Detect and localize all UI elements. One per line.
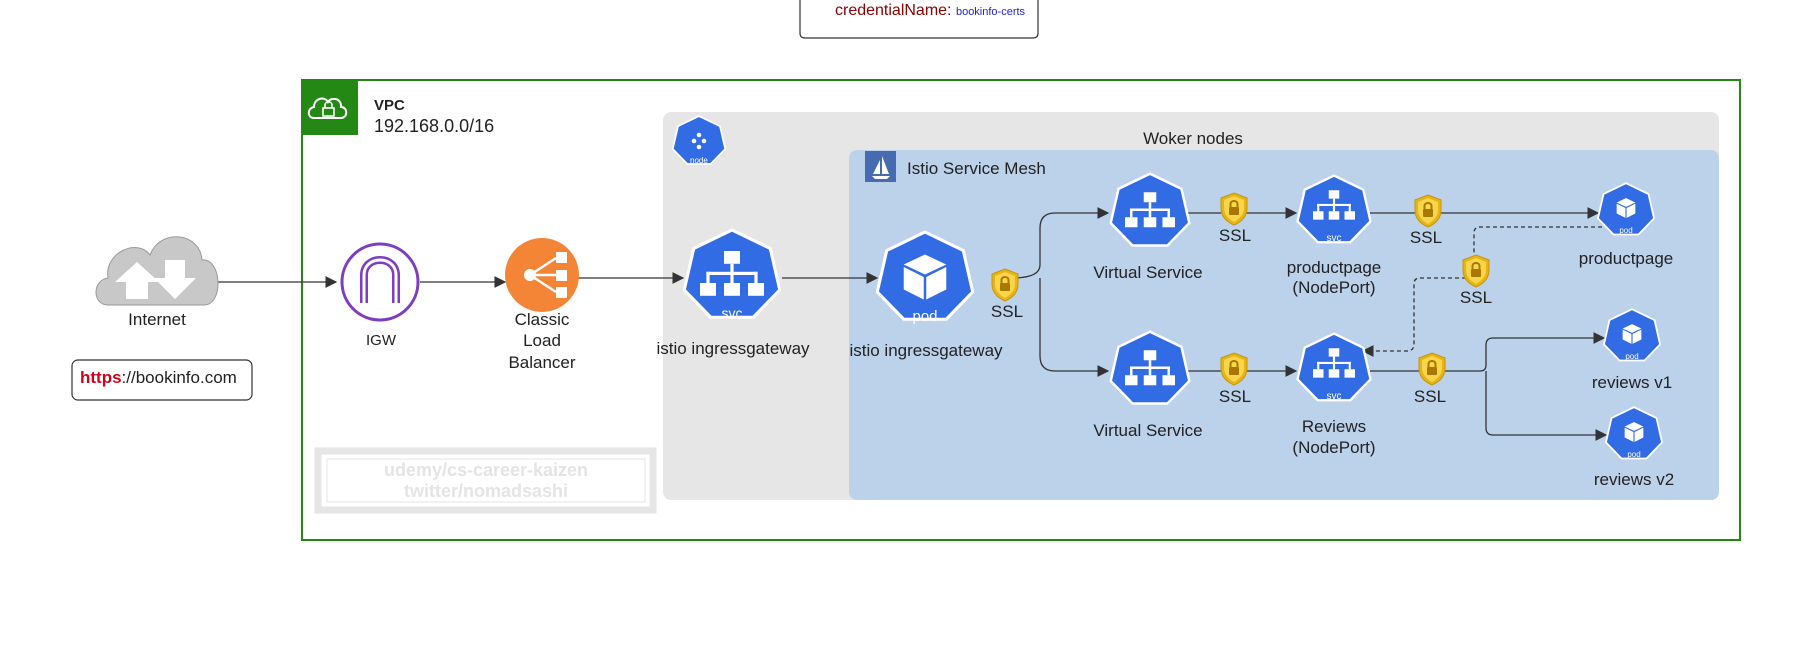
reviews-svc-label-line2: (NodePort): [1292, 438, 1376, 457]
service-mesh-area: [849, 150, 1719, 500]
vpc-box: [301, 79, 1741, 541]
svg-text:svc: svc: [1327, 391, 1342, 402]
reviews-v2-pod-label: reviews v2: [1593, 470, 1675, 489]
ssl-label: SSL: [1413, 387, 1447, 406]
classic-load-balancer-icon: [505, 238, 579, 312]
ingressgateway-pod-icon: pod: [875, 230, 975, 325]
svg-text:pod: pod: [912, 308, 937, 325]
ssl-label: SSL: [990, 302, 1024, 321]
url-text: https://bookinfo.com: [80, 368, 237, 388]
reviews-v2-pod-icon: pod: [1605, 406, 1663, 460]
clb-label-line2: Load: [523, 331, 561, 350]
svg-text:svc: svc: [722, 305, 743, 321]
clb-label-line3: Balancer: [508, 353, 576, 372]
url-rest: ://bookinfo.com: [121, 368, 237, 387]
reviews-v1-pod-label: reviews v1: [1591, 373, 1673, 392]
productpage-svc-icon: svc: [1296, 174, 1372, 244]
svg-text:pod: pod: [1627, 450, 1640, 459]
ssl-label: SSL: [1459, 288, 1493, 307]
igw-label: IGW: [366, 332, 396, 349]
productpage-pod-label: productpage: [1578, 249, 1674, 268]
ssl-label: SSL: [1409, 228, 1443, 247]
istio-icon: [865, 151, 896, 182]
credential-name-row: credentialName: bookinfo-certs: [835, 2, 1025, 20]
worker-nodes-title: Woker nodes: [1143, 129, 1243, 148]
node-icon-text: node: [690, 156, 708, 165]
internet-cloud-icon: [95, 236, 219, 306]
watermark-line2: twitter/nomadsashi: [403, 481, 569, 501]
svg-text:pod: pod: [1625, 352, 1638, 361]
vpc-title: VPC: [374, 97, 405, 114]
svg-text:svc: svc: [1327, 233, 1342, 244]
watermark-line1: udemy/cs-career-kaizen: [383, 460, 589, 480]
credential-box: [799, 0, 1039, 39]
url-box: [71, 359, 253, 401]
ssl-label: SSL: [1218, 226, 1252, 245]
credential-name-key: credentialName:: [835, 2, 952, 19]
productpage-svc-label-line2: (NodePort): [1292, 278, 1376, 297]
virtual-service-top-label: Virtual Service: [1093, 263, 1203, 282]
credential-name-value: bookinfo-certs: [955, 6, 1026, 18]
igw-icon: [340, 242, 420, 322]
reviews-svc-icon: svc: [1296, 332, 1372, 402]
connectors: [217, 207, 1608, 441]
vpc-cidr: 192.168.0.0/16: [374, 116, 495, 136]
watermark-box: [314, 447, 657, 514]
reviews-svc-label-line1: Reviews: [1301, 417, 1367, 436]
ssl-label: SSL: [1218, 387, 1252, 406]
ingress-pod-label: istio ingressgateway: [849, 341, 1003, 360]
svg-text:pod: pod: [1619, 226, 1632, 235]
ingress-svc-label: istio ingressgateway: [656, 339, 810, 358]
internet-label: Internet: [128, 310, 186, 329]
reviews-v1-pod-icon: pod: [1603, 308, 1661, 362]
virtual-service-bottom-label: Virtual Service: [1093, 421, 1203, 440]
productpage-pod-icon: pod: [1597, 182, 1655, 236]
productpage-svc-label-line1: productpage: [1286, 258, 1382, 277]
node-icon: [671, 115, 727, 165]
ingressgateway-svc-icon: svc: [682, 228, 782, 321]
vpc-cloud-lock-icon: [302, 80, 358, 135]
clb-label-line1: Classic: [514, 310, 570, 329]
mesh-title: Istio Service Mesh: [907, 159, 1046, 178]
url-scheme: https: [80, 368, 122, 387]
